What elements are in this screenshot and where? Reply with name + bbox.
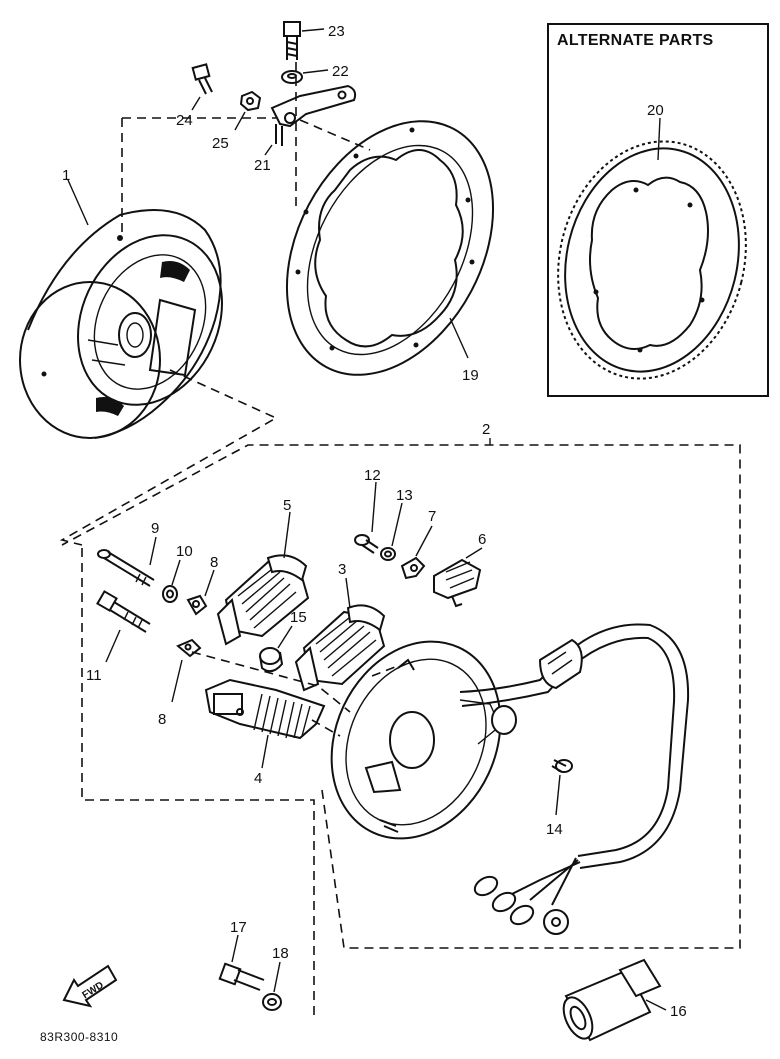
callout-1: 1 — [62, 167, 70, 184]
callout-6: 6 — [478, 531, 486, 548]
callout-25: 25 — [212, 135, 229, 152]
bolt-part-9 — [97, 549, 155, 587]
callout-12: 12 — [364, 467, 381, 484]
stator-assembly-outline — [61, 444, 741, 1020]
callout-14: 14 — [546, 821, 563, 838]
bracket-part-21 — [270, 84, 357, 146]
screw-part-12 — [354, 534, 379, 554]
callout-18: 18 — [272, 945, 289, 962]
coil-part-4 — [204, 678, 326, 740]
callout-15: 15 — [290, 609, 307, 626]
forward-arrow-icon: FWD — [62, 964, 118, 1008]
wire-harness — [459, 623, 690, 935]
callout-8-upper: 8 — [210, 554, 218, 571]
callout-24: 24 — [176, 112, 193, 129]
bolt-part-11 — [96, 590, 151, 633]
bolt-part-23 — [283, 21, 301, 60]
washer-part-18 — [262, 993, 282, 1011]
callout-9: 9 — [151, 520, 159, 537]
callout-17: 17 — [230, 919, 247, 936]
callout-2: 2 — [482, 421, 490, 438]
coil-part-5 — [216, 554, 310, 646]
callout-8-lower: 8 — [158, 711, 166, 728]
nut-part-25 — [239, 90, 262, 112]
washer-part-22 — [281, 70, 303, 84]
callout-20: 20 — [647, 102, 664, 119]
callout-16: 16 — [670, 1003, 687, 1020]
callout-10: 10 — [176, 543, 193, 560]
callout-19: 19 — [462, 367, 479, 384]
sleeve-part-16 — [562, 958, 662, 1042]
washer-part-13 — [380, 547, 396, 561]
connector-part-6 — [433, 558, 482, 608]
bolt-part-17 — [218, 962, 265, 991]
alternate-parts-title: ALTERNATE PARTS — [557, 32, 714, 49]
screw-part-24 — [191, 63, 213, 95]
diagram-code: 83R300-8310 — [40, 1030, 118, 1044]
callout-7: 7 — [428, 508, 436, 525]
callout-13: 13 — [396, 487, 413, 504]
spacer-part-15 — [259, 647, 284, 673]
ring-gear-part-20 — [557, 140, 747, 380]
callout-3: 3 — [338, 561, 346, 578]
washer-part-10 — [162, 585, 178, 603]
clip-part-7 — [400, 556, 426, 580]
screw-part-14 — [551, 759, 573, 773]
clamp-part-8-upper — [186, 594, 208, 616]
stator-base-plate — [330, 640, 517, 840]
callout-23: 23 — [328, 23, 345, 40]
alternate-parts-box: ALTERNATE PARTS 20 — [547, 23, 769, 397]
coil-part-3 — [294, 604, 386, 692]
callout-11: 11 — [86, 667, 102, 684]
callout-5: 5 — [283, 497, 291, 514]
callout-22: 22 — [332, 63, 349, 80]
callout-4: 4 — [254, 770, 262, 787]
plate-part-19 — [285, 120, 495, 376]
alternate-parts-frame — [547, 23, 769, 397]
flywheel-part-1 — [19, 209, 223, 439]
callout-21: 21 — [254, 157, 271, 174]
